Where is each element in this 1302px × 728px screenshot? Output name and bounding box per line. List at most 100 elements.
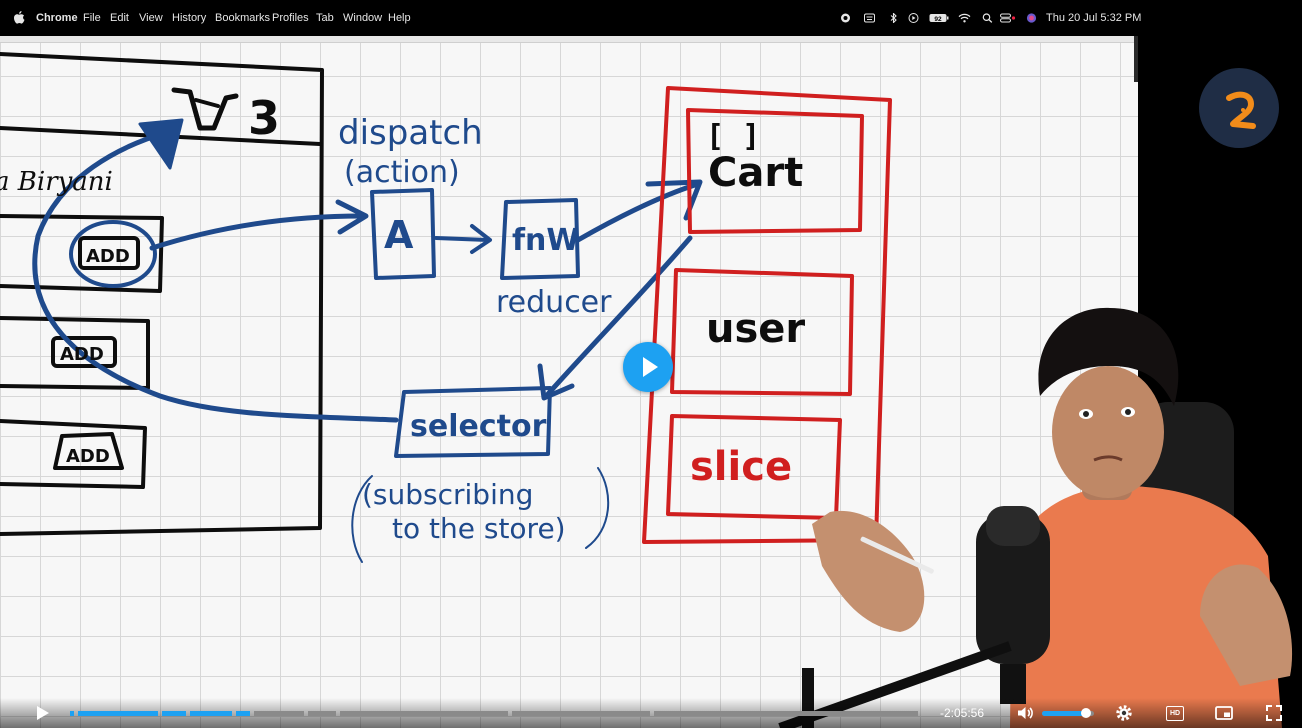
chapter-segment [654,711,918,716]
presenter-right-hand [1200,564,1293,686]
menu-help[interactable]: Help [388,12,411,24]
channel-logo [1199,68,1279,148]
volume-fill [1042,711,1087,716]
volume-icon[interactable] [1016,704,1034,722]
volume-knob[interactable] [1081,708,1092,718]
arrow-add-to-action [149,213,365,251]
quality-badge[interactable]: HD [1166,706,1184,721]
presenter-video [778,307,1293,728]
arrow-selector-to-cart [32,129,399,423]
keyboard-icon[interactable] [864,13,875,23]
arrow-fn-to-cart [575,181,701,243]
now-playing-icon[interactable] [908,13,919,23]
action-box-label: A [384,213,414,257]
wifi-icon[interactable] [958,13,971,23]
played-segment [162,711,186,716]
presenter-body [1010,485,1282,728]
add-label-2: ADD [60,344,104,365]
menu-file[interactable]: File [83,12,101,24]
dispatch-label: dispatch [338,113,483,153]
item-row-2 [0,316,150,390]
action-label: (action) [344,155,460,190]
fullscreen-icon[interactable] [1264,703,1284,723]
picture-in-picture-icon[interactable] [1214,703,1234,723]
subscribing-label-line1: (subscribing [362,478,533,511]
menu-view[interactable]: View [139,12,163,24]
chapter-segment [308,711,336,716]
item-row-1 [0,214,164,293]
battery-icon[interactable]: 92 [929,13,949,23]
store-slice-label: slice [690,444,792,490]
function-box [500,198,580,280]
presenter-left-hand [812,510,925,632]
reducer-label: reducer [496,285,612,320]
pen [860,536,934,574]
menubar-clock[interactable]: Thu 20 Jul 5:32 PM [1046,12,1142,24]
played-segment [190,711,232,716]
whiteboard [0,36,1138,728]
add-label-3: ADD [66,446,110,467]
presenter-hair [1038,307,1179,406]
store-cart-prefix: [ ] [706,119,760,154]
battery-percent: 92 [934,16,942,23]
volume-slider[interactable] [1042,708,1094,718]
arrow-cart-to-selector [545,235,693,397]
store-user-box [670,268,854,396]
presenter-face [1052,366,1164,498]
subscribe-bracket-right [585,467,610,549]
action-box [370,188,436,280]
play-button[interactable] [33,704,51,722]
control-center-icon[interactable] [1000,13,1016,23]
selector-box [394,386,552,458]
menu-history[interactable]: History [172,12,207,24]
add-label-1: ADD [86,246,130,267]
big-play-button[interactable] [623,342,673,392]
menu-app-name[interactable]: Chrome [36,12,78,24]
whiteboard-right-edge [1134,36,1138,82]
whiteboard-top-bar [0,36,1138,43]
add-button-2 [51,336,117,368]
menu-profiles[interactable]: Profiles [272,12,309,24]
played-segment [236,711,250,716]
add-button-3 [53,432,124,470]
cart-icon [171,87,239,131]
item-name: a Biryani [0,167,113,197]
macos-menu-bar: Chrome File Edit View History Bookmarks … [0,0,1302,36]
store-cart-box [686,108,864,234]
menu-bookmarks[interactable]: Bookmarks [215,12,271,24]
progress-timeline[interactable] [70,711,918,716]
video-player[interactable]: 3 a Biryani ADD ADD ADD dispatch (action… [0,36,1302,728]
player-controls: -2:05:56 HD [0,698,1302,728]
played-segment [70,711,74,716]
chapter-segment [512,711,650,716]
store-cart-label: Cart [708,150,803,196]
played-segment [78,711,158,716]
subscribing-label-line2: to the store) [392,512,566,545]
subscribe-bracket-left [351,475,373,563]
menu-edit[interactable]: Edit [110,12,129,24]
apple-icon[interactable] [14,11,25,24]
whiteboard-labels: 3 a Biryani ADD ADD ADD dispatch (action… [0,91,805,545]
arrowhead-cart [138,118,184,170]
menu-window[interactable]: Window [343,12,383,24]
buffered-segment [254,711,304,716]
siri-icon[interactable] [1026,13,1037,23]
function-box-label: fnW [512,223,580,258]
app-frame [0,52,324,536]
selector-box-label: selector [410,409,547,444]
time-remaining: -2:05:56 [940,706,985,720]
add-highlight-circle [69,220,157,288]
settings-gear-icon[interactable] [1114,703,1134,723]
item-row-3 [0,419,147,489]
logo-glyph-icon [1226,91,1256,129]
search-icon[interactable] [982,13,993,23]
add-button-1 [78,236,140,270]
cart-count: 3 [248,91,280,145]
whiteboard-sketch [0,52,892,563]
bluetooth-icon[interactable] [888,13,899,23]
store-user-label: user [706,306,805,352]
record-icon[interactable] [840,13,851,23]
chapter-segment [340,711,508,716]
arrow-action-to-fn [434,236,490,242]
menu-tab[interactable]: Tab [316,12,334,24]
